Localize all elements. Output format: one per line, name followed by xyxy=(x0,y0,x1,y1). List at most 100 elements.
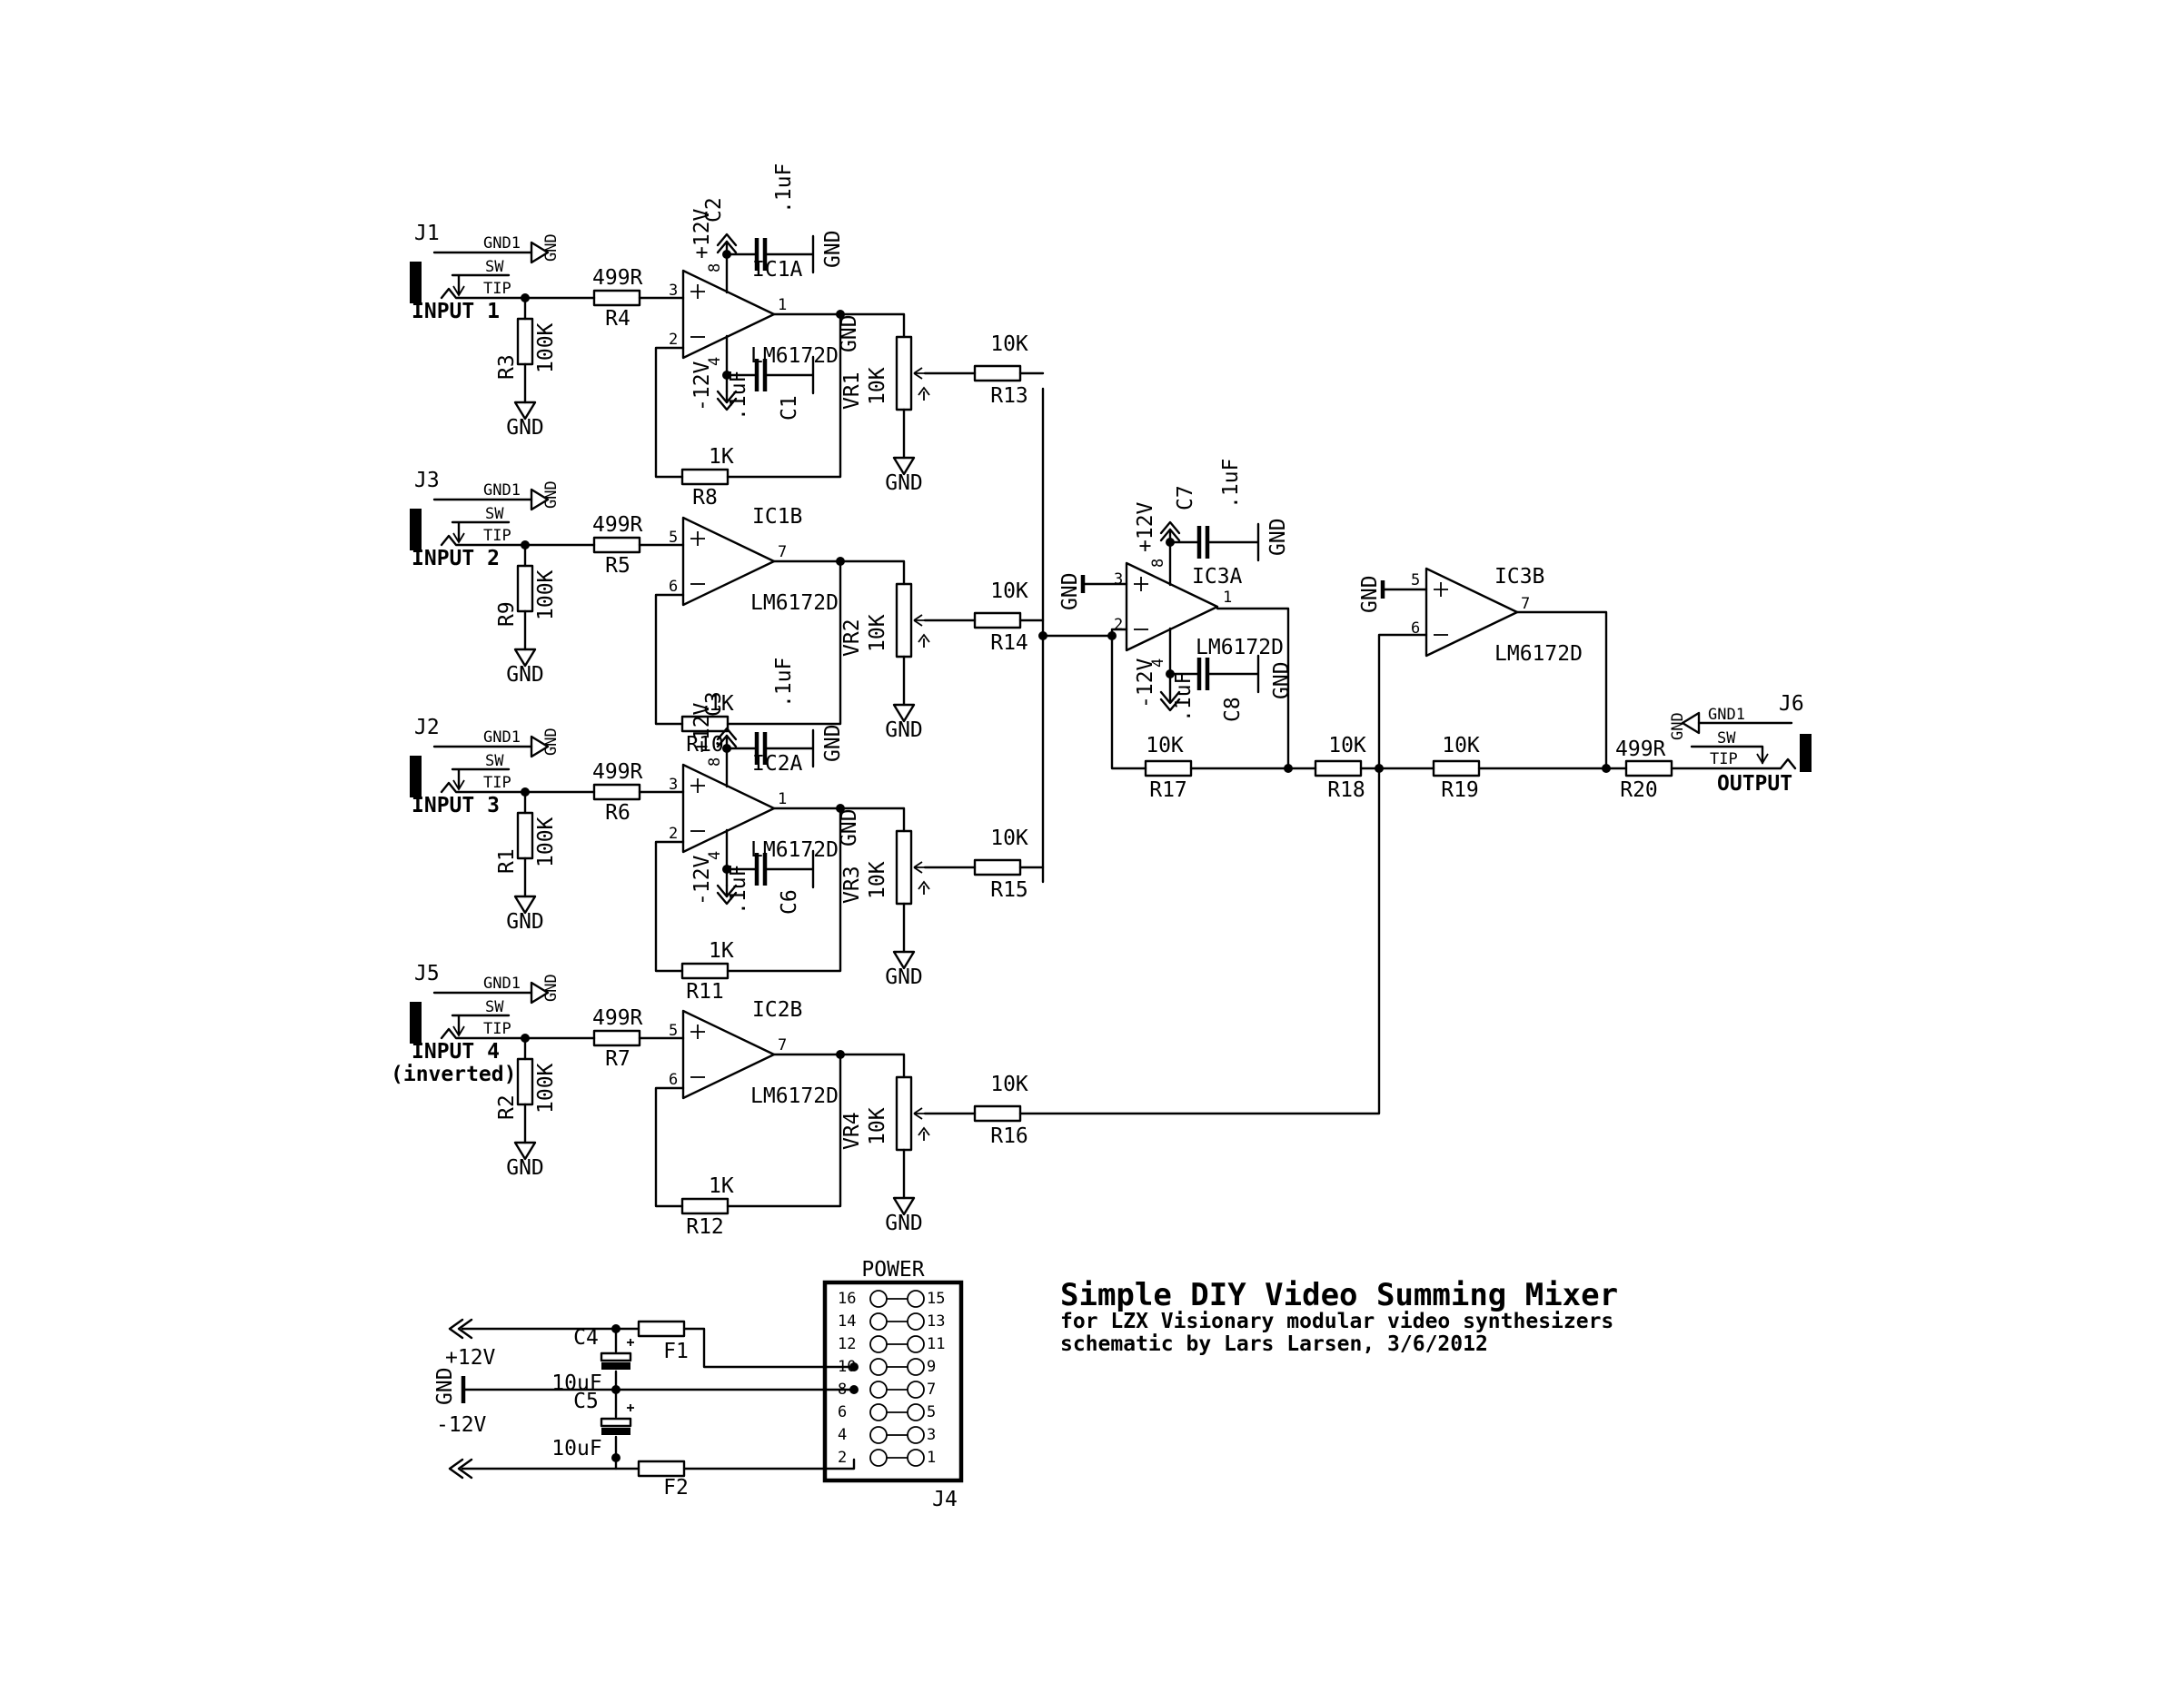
opamp-body xyxy=(681,1009,776,1100)
supply-arrow-icon xyxy=(448,1458,473,1480)
sum-resistor-ref: R15 xyxy=(990,878,1028,902)
opamp-ref: IC2B xyxy=(752,998,802,1022)
pot-value: 10K xyxy=(866,861,889,899)
ground-symbol xyxy=(1681,711,1701,735)
ground-symbol xyxy=(530,241,550,264)
series-resistor-value: 499R xyxy=(592,266,643,290)
switch-label: SW xyxy=(485,505,504,523)
cap-gnd-bar xyxy=(1206,522,1260,562)
pulldown-ref: R1 xyxy=(495,848,519,874)
header-pin-number: 4 xyxy=(838,1426,847,1444)
feedback-resistor-ref: R10 xyxy=(686,733,724,757)
capacitor-value: 10uF xyxy=(551,1371,601,1395)
opamp-pin: 2 xyxy=(669,331,678,349)
opamp-pin: 2 xyxy=(669,825,678,843)
gnd-label: GND xyxy=(838,314,861,352)
resistor-ref: R19 xyxy=(1441,778,1479,802)
switch-wire xyxy=(451,273,511,295)
jack-ref: J3 xyxy=(414,469,440,492)
pot-ref: VR1 xyxy=(840,371,864,410)
feedback-resistor-ref: R12 xyxy=(686,1215,724,1239)
supply-label: -12V xyxy=(1134,658,1157,708)
feedback-resistor-value: 1K xyxy=(709,445,734,469)
tip-wire xyxy=(1670,757,1797,770)
plus-sign xyxy=(690,531,705,546)
supply-label: +12V xyxy=(690,208,714,259)
header-pin xyxy=(907,1426,925,1444)
fuse-ref: F1 xyxy=(663,1340,689,1363)
wire xyxy=(839,807,906,833)
gnd-label: GND xyxy=(885,471,923,495)
switch-label: SW xyxy=(1717,729,1736,747)
feedback-wire xyxy=(654,840,685,973)
capacitor-ref: C7 xyxy=(1174,485,1197,510)
pot-wiper-icon xyxy=(913,861,925,874)
resistor-body xyxy=(516,564,534,613)
opamp-model: LM6172D xyxy=(1494,642,1583,666)
gnd1-label: GND1 xyxy=(483,234,521,252)
gnd-label: GND xyxy=(838,808,861,846)
opamp-pin: 6 xyxy=(669,578,678,596)
header-pin xyxy=(907,1290,925,1308)
potentiometer-body xyxy=(895,1075,913,1152)
switch-label: SW xyxy=(485,258,504,276)
plus-sign xyxy=(1134,577,1148,591)
ground-symbol xyxy=(530,488,550,511)
gnd-label: GND xyxy=(433,1367,457,1405)
opamp-body xyxy=(681,763,776,854)
ground-symbol xyxy=(530,735,550,758)
pot-ref: VR3 xyxy=(840,866,864,904)
gnd-label: GND xyxy=(542,974,561,1002)
potentiometer-body xyxy=(895,582,913,658)
feedback-wire xyxy=(654,1086,685,1208)
jack-ref: J5 xyxy=(414,962,440,985)
capacitor-ref: C5 xyxy=(573,1390,599,1413)
header-pin xyxy=(907,1449,925,1467)
capacitor-ref: C6 xyxy=(778,889,801,915)
pulldown-value: 100K xyxy=(534,569,558,620)
resistor-body xyxy=(592,536,641,554)
potentiometer-body xyxy=(895,335,913,411)
header-pin xyxy=(907,1312,925,1331)
capacitor-ref: C3 xyxy=(702,691,726,717)
capacitor-value: .1uF xyxy=(1172,672,1196,722)
plus-sign xyxy=(690,1025,705,1039)
pot-wiper-icon xyxy=(913,367,925,380)
sum-resistor-value: 10K xyxy=(990,579,1028,603)
tip-label: TIP xyxy=(1710,750,1738,768)
gnd-label: GND xyxy=(506,663,544,687)
jack-body xyxy=(410,756,422,797)
header-pin-number: 16 xyxy=(838,1290,856,1308)
header-pin xyxy=(869,1449,888,1467)
opamp-pin: 6 xyxy=(669,1071,678,1089)
series-resistor-ref: R6 xyxy=(605,801,630,825)
opamp-pin: 8 xyxy=(1149,559,1167,568)
opamp-model: LM6172D xyxy=(750,591,839,615)
jack-body xyxy=(1800,734,1812,772)
gnd-label: GND xyxy=(821,230,845,268)
switch-wire xyxy=(451,520,511,542)
resistor-body xyxy=(637,1320,686,1338)
header-pin xyxy=(907,1335,925,1353)
schematic-credit: schematic by Lars Larsen, 3/6/2012 xyxy=(1060,1332,1488,1356)
resistor-body xyxy=(637,1460,686,1478)
cap-gnd-bar xyxy=(763,728,815,768)
resistor-value: 10K xyxy=(1328,734,1366,757)
opamp-pin: 1 xyxy=(1223,589,1232,607)
junction-dot xyxy=(849,1385,859,1394)
header-pin-number: 12 xyxy=(838,1335,856,1353)
feedback-resistor-ref: R17 xyxy=(1149,778,1187,802)
power-header-ref: J4 xyxy=(932,1488,958,1511)
pulldown-ref: R9 xyxy=(495,601,519,627)
sum-resistor-value: 10K xyxy=(990,1073,1028,1096)
capacitor-ref: C1 xyxy=(778,395,801,421)
pulldown-value: 100K xyxy=(534,322,558,373)
resistor-body xyxy=(1432,759,1481,777)
resistor-body xyxy=(592,783,641,801)
switch-arrow-icon xyxy=(452,285,465,297)
feedback-wire xyxy=(654,593,685,726)
opamp-pin: 8 xyxy=(706,263,724,272)
opamp-pin: 3 xyxy=(669,776,678,794)
supply-arrow-icon xyxy=(448,1318,473,1340)
